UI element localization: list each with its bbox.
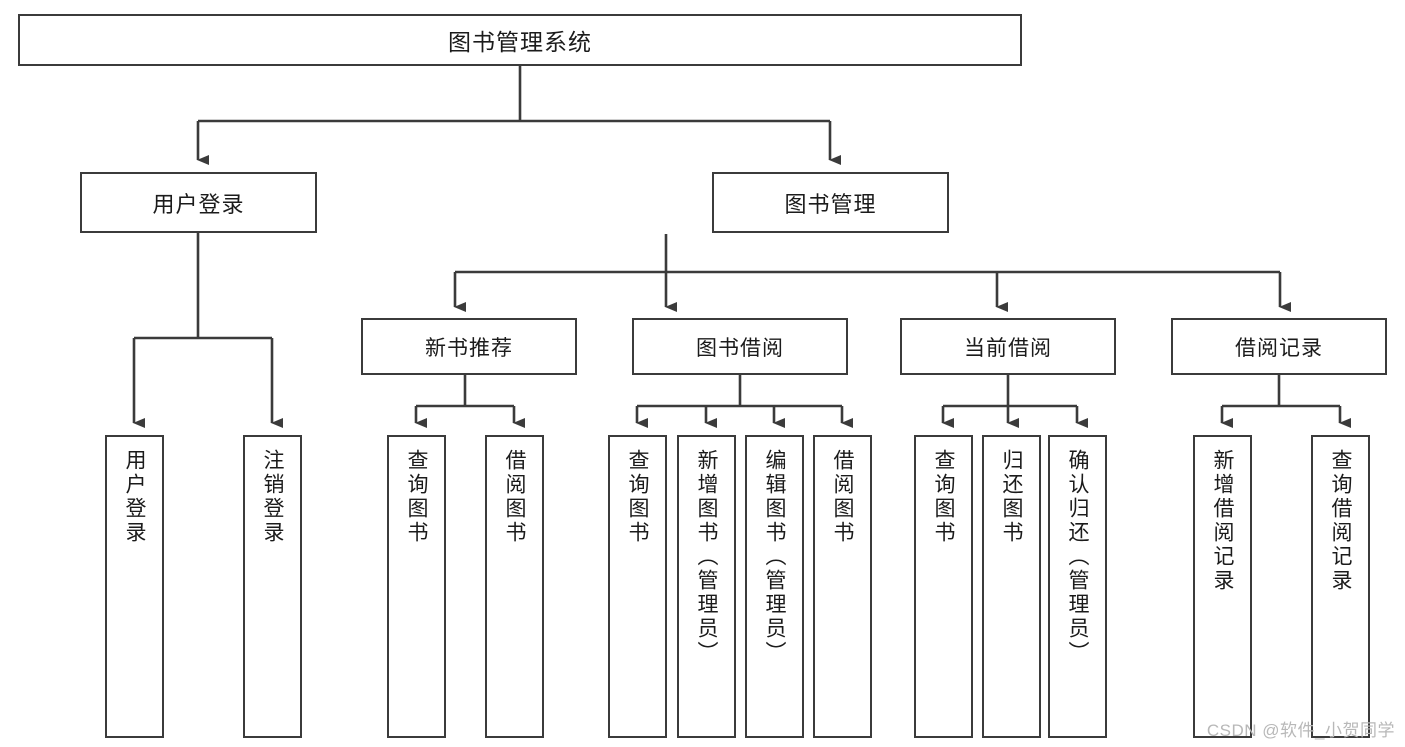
leaf-recommend-borrow-book[interactable]: 借阅图书 — [485, 435, 544, 738]
node-book-management[interactable]: 图书管理 — [712, 172, 949, 233]
node-root-label: 图书管理系统 — [448, 29, 592, 55]
node-book-management-label: 图书管理 — [784, 191, 877, 217]
leaf-current-return-book[interactable]: 归还图书 — [982, 435, 1041, 738]
leaf-record-add-record[interactable]: 新增借阅记录 — [1193, 435, 1252, 738]
leaf-record-query-record[interactable]: 查询借阅记录 — [1311, 435, 1370, 738]
leaf-label: 借阅图书 — [831, 449, 854, 545]
leaf-label: 用户登录 — [123, 449, 146, 545]
leaf-label: 归还图书 — [1000, 449, 1023, 545]
node-new-book-recommend-label: 新书推荐 — [425, 336, 513, 360]
leaf-borrow-borrow-book[interactable]: 借阅图书 — [813, 435, 872, 738]
leaf-label: 注销登录 — [261, 449, 284, 545]
node-book-borrow[interactable]: 图书借阅 — [632, 318, 848, 375]
leaf-label: 确认归还（管理员） — [1066, 449, 1089, 665]
leaf-label: 新增图书（管理员） — [695, 449, 718, 665]
node-root[interactable]: 图书管理系统 — [18, 14, 1022, 66]
leaf-recommend-query-book[interactable]: 查询图书 — [387, 435, 446, 738]
leaf-label: 借阅图书 — [503, 449, 526, 545]
leaf-label: 查询图书 — [626, 449, 649, 545]
leaf-user-login-signout[interactable]: 注销登录 — [243, 435, 302, 738]
node-borrow-record[interactable]: 借阅记录 — [1171, 318, 1387, 375]
node-user-login-label: 用户登录 — [152, 191, 245, 217]
leaf-label: 编辑图书（管理员） — [763, 449, 786, 665]
node-new-book-recommend[interactable]: 新书推荐 — [361, 318, 577, 375]
leaf-current-query-book[interactable]: 查询图书 — [914, 435, 973, 738]
leaf-label: 新增借阅记录 — [1211, 449, 1234, 593]
leaf-label: 查询借阅记录 — [1329, 449, 1352, 593]
leaf-label: 查询图书 — [932, 449, 955, 545]
watermark: CSDN @软件_小贺同学 — [1206, 721, 1395, 740]
leaf-borrow-edit-book-admin[interactable]: 编辑图书（管理员） — [745, 435, 804, 738]
node-current-borrow[interactable]: 当前借阅 — [900, 318, 1116, 375]
node-borrow-record-label: 借阅记录 — [1235, 336, 1323, 360]
leaf-borrow-add-book-admin[interactable]: 新增图书（管理员） — [677, 435, 736, 738]
leaf-user-login-signin[interactable]: 用户登录 — [105, 435, 164, 738]
node-book-borrow-label: 图书借阅 — [696, 336, 784, 360]
leaf-current-confirm-return-admin[interactable]: 确认归还（管理员） — [1048, 435, 1107, 738]
node-user-login[interactable]: 用户登录 — [80, 172, 317, 233]
node-current-borrow-label: 当前借阅 — [964, 336, 1052, 360]
leaf-borrow-query-book[interactable]: 查询图书 — [608, 435, 667, 738]
leaf-label: 查询图书 — [405, 449, 428, 545]
